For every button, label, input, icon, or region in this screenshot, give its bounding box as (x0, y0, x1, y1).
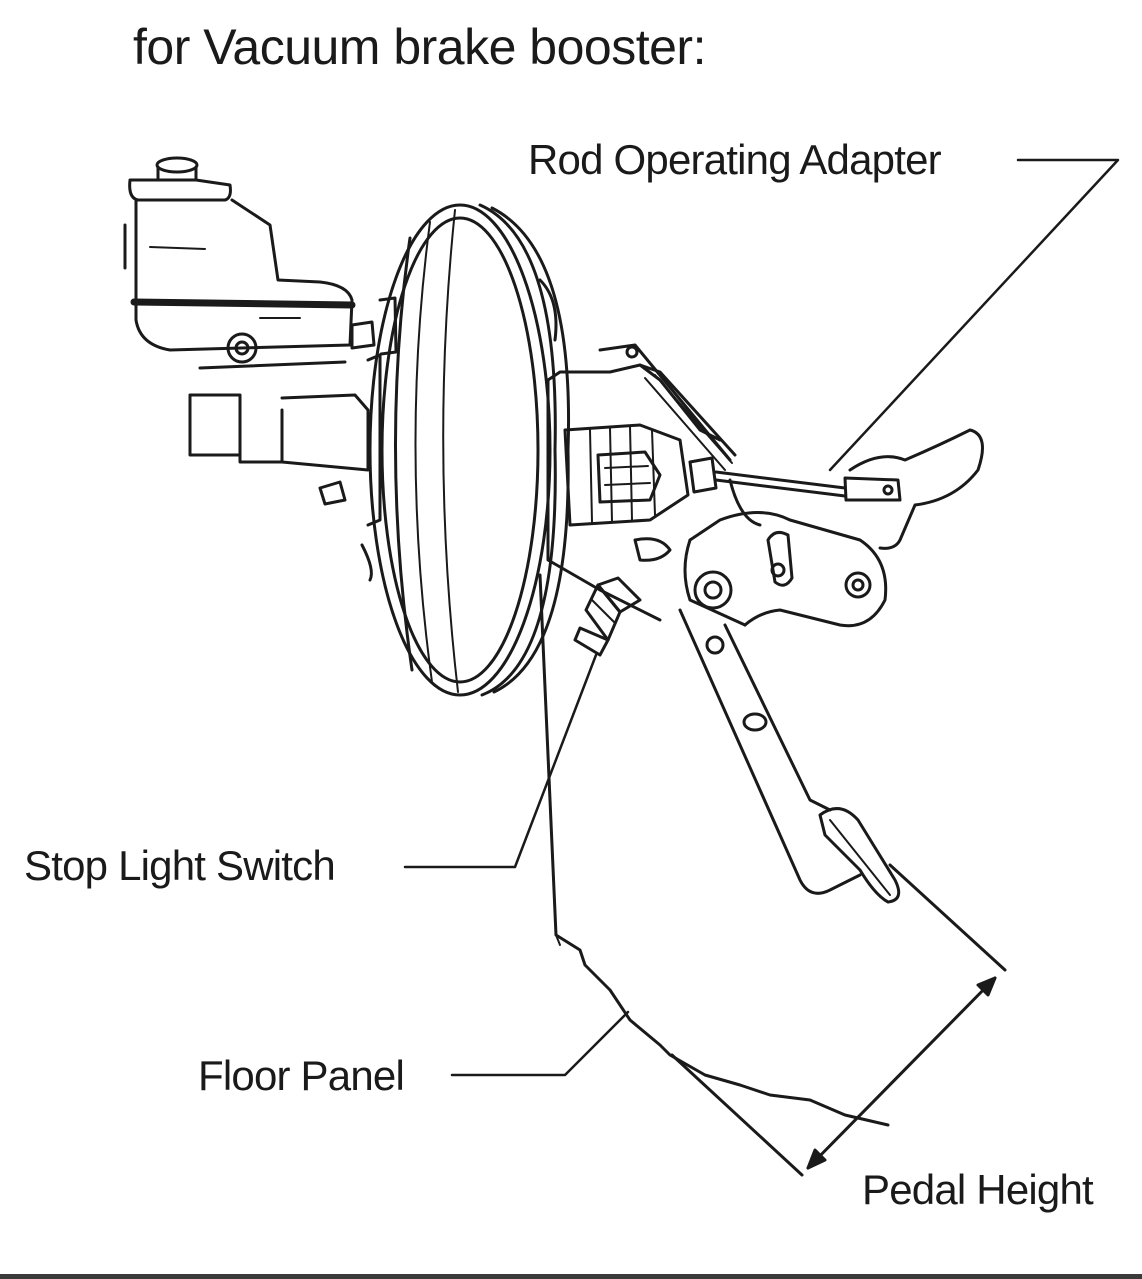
vacuum-booster (360, 203, 571, 697)
brake-pedal-arm (633, 428, 984, 895)
label-rod-operating-adapter: Rod Operating Adapter (528, 136, 942, 183)
rod-operating-adapter (688, 456, 902, 527)
bottom-border (0, 1274, 1142, 1279)
label-pedal-height: Pedal Height (862, 1166, 1094, 1213)
floor-panel-edge (555, 934, 561, 946)
stop-light-switch (573, 576, 642, 657)
floor-panel-line (538, 573, 890, 1127)
pedal-height-dimension (670, 863, 1007, 1177)
rod-adapter-leader (828, 158, 1120, 472)
brake-pedal-pad (818, 807, 901, 904)
label-stop-light-switch: Stop Light Switch (24, 842, 336, 889)
floor-panel-leader (450, 1010, 630, 1077)
master-cylinder-body (188, 320, 382, 527)
stop-switch-leader (403, 653, 598, 869)
diagram-title: for Vacuum brake booster: (133, 19, 706, 75)
label-floor-panel: Floor Panel (198, 1052, 405, 1099)
pushrod-boot (563, 423, 690, 527)
master-cylinder-reservoir (123, 156, 356, 352)
